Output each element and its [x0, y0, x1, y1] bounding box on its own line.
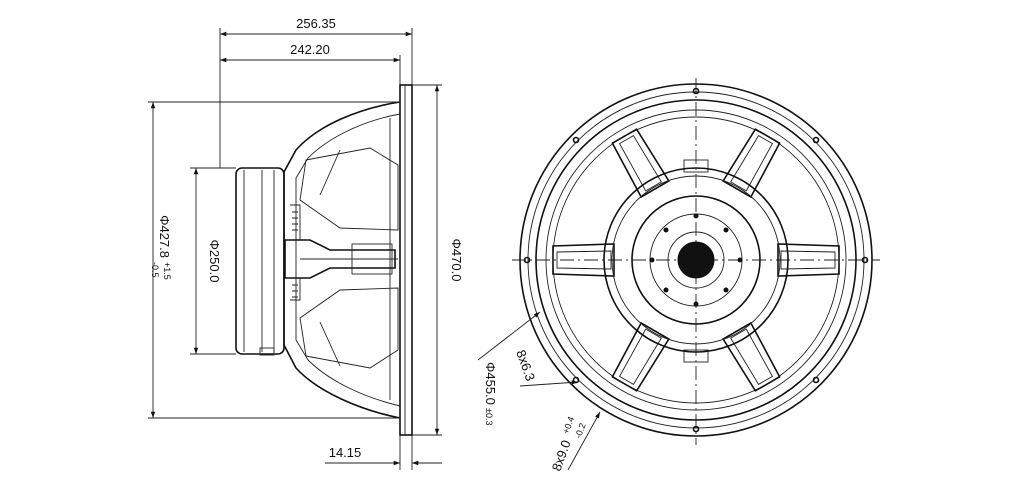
dim-bolt-circle: Φ455.0 [483, 362, 498, 405]
dim-mount-holes: 8x9.0 [549, 438, 574, 473]
dim-flange-thickness: 14.15 [329, 445, 362, 460]
pole-vent [677, 241, 715, 279]
dim-slot-holes: 8x6.3 [513, 348, 538, 383]
dim-basket-tol-upper: +1.5 [162, 262, 172, 280]
frame-outer-ring [519, 83, 873, 437]
side-view: 256.35 242.20 14.15 Φ250.0 Φ427.8 +1.5 -… [148, 16, 464, 470]
basket-spokes [552, 128, 840, 392]
mounting-holes [523, 87, 869, 433]
dim-mount-holes-tol-lower: -0.2 [573, 422, 588, 440]
magnet-assembly [235, 167, 285, 355]
dim-overall-depth: 256.35 [296, 16, 336, 31]
magnet-ring [603, 167, 789, 353]
dim-magnet-diameter: Φ250.0 [207, 240, 222, 283]
frame-flange [399, 84, 413, 436]
dim-basket-tol-lower: -0.5 [150, 262, 160, 278]
front-view: Φ455.0 ±0.3 8x6.3 8x9.0 +0.4 -0.2 [477, 78, 880, 473]
dim-depth-to-flange: 242.20 [290, 42, 330, 57]
dim-frame-diameter: Φ470.0 [449, 239, 464, 282]
basket-profile [283, 101, 401, 419]
dim-bolt-circle-tol: ±0.3 [484, 408, 494, 425]
dim-basket-diameter: Φ427.8 [157, 215, 172, 258]
